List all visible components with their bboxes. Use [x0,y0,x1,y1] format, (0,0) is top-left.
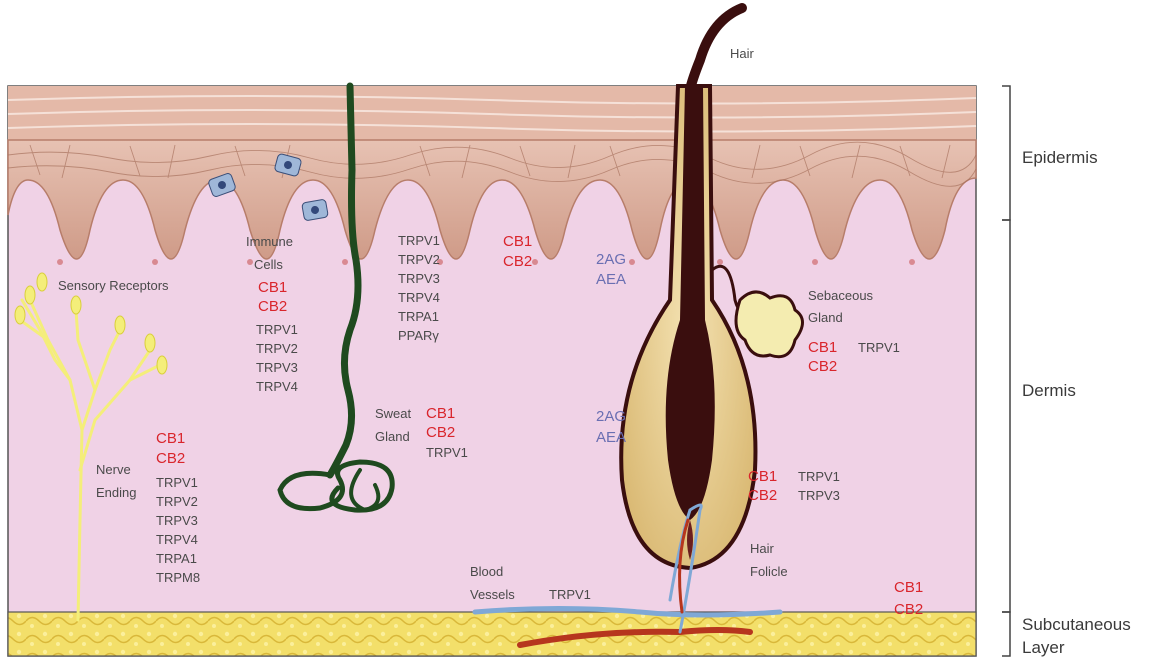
sweat-cb1: CB1 [426,405,455,422]
sebaceous-trpv1: TRPV1 [858,340,900,355]
subcutaneous-cb1: CB1 [894,579,923,596]
follicle-aea: AEA [596,429,626,446]
follicle-trpv3: TRPV3 [798,488,840,503]
follicle-cb2: CB2 [748,487,777,504]
subcutaneous-layer [8,612,976,656]
label-sebaceous: Sebaceous [808,288,874,303]
epi-aea: AEA [596,271,626,288]
nerve-trp-4: TRPV4 [156,532,198,547]
follicle-trpv1: TRPV1 [798,469,840,484]
label-subcutaneous-layer: Layer [1022,638,1065,657]
label-subcutaneous: Subcutaneous [1022,615,1131,634]
immune-trp-4: TRPV4 [256,379,298,394]
epi-cb2: CB2 [503,253,532,270]
epi-trp-1: TRPV1 [398,233,440,248]
immune-cb1: CB1 [258,279,287,296]
epi-trp-2: TRPV2 [398,252,440,267]
label-immune: Immune [246,234,293,249]
epi-trp-3: TRPV3 [398,271,440,286]
subcutaneous-cb2: CB2 [894,601,923,618]
epi-cb1: CB1 [503,233,532,250]
nerve-trp-1: TRPV1 [156,475,198,490]
immune-trp-3: TRPV3 [256,360,298,375]
label-sensory-receptors: Sensory Receptors [58,278,169,293]
epi-trp-4: TRPV4 [398,290,440,305]
label-sweat-gland: Gland [375,429,410,444]
sebaceous-cb1: CB1 [808,339,837,356]
epi-trp-6: PPARγ [398,328,439,343]
nerve-trp-5: TRPA1 [156,551,197,566]
nerve-trp-2: TRPV2 [156,494,198,509]
blood-trpv1: TRPV1 [549,587,591,602]
immune-trp-1: TRPV1 [256,322,298,337]
label-sweat: Sweat [375,406,412,421]
label-nerve: Nerve [96,462,131,477]
follicle-cb1: CB1 [748,468,777,485]
label-blood-vessels: Vessels [470,587,515,602]
nerve-cb1: CB1 [156,430,185,447]
follicle-2ag: 2AG [596,408,626,425]
immune-trp-2: TRPV2 [256,341,298,356]
sebaceous-cb2: CB2 [808,358,837,375]
label-blood: Blood [470,564,503,579]
label-hair-2: Hair [750,541,775,556]
sweat-trpv1: TRPV1 [426,445,468,460]
label-dermis: Dermis [1022,381,1076,400]
layer-brackets [1002,86,1010,656]
label-nerve-ending: Ending [96,485,136,500]
immune-cb2: CB2 [258,298,287,315]
nerve-trp-6: TRPM8 [156,570,200,585]
label-hair: Hair [730,46,755,61]
nerve-trp-3: TRPV3 [156,513,198,528]
label-epidermis: Epidermis [1022,148,1098,167]
epi-2ag: 2AG [596,251,626,268]
label-sebaceous-gland: Gland [808,310,843,325]
epi-trp-5: TRPA1 [398,309,439,324]
nerve-cb2: CB2 [156,450,185,467]
sweat-cb2: CB2 [426,424,455,441]
label-follicle: Folicle [750,564,788,579]
label-cells: Cells [254,257,283,272]
